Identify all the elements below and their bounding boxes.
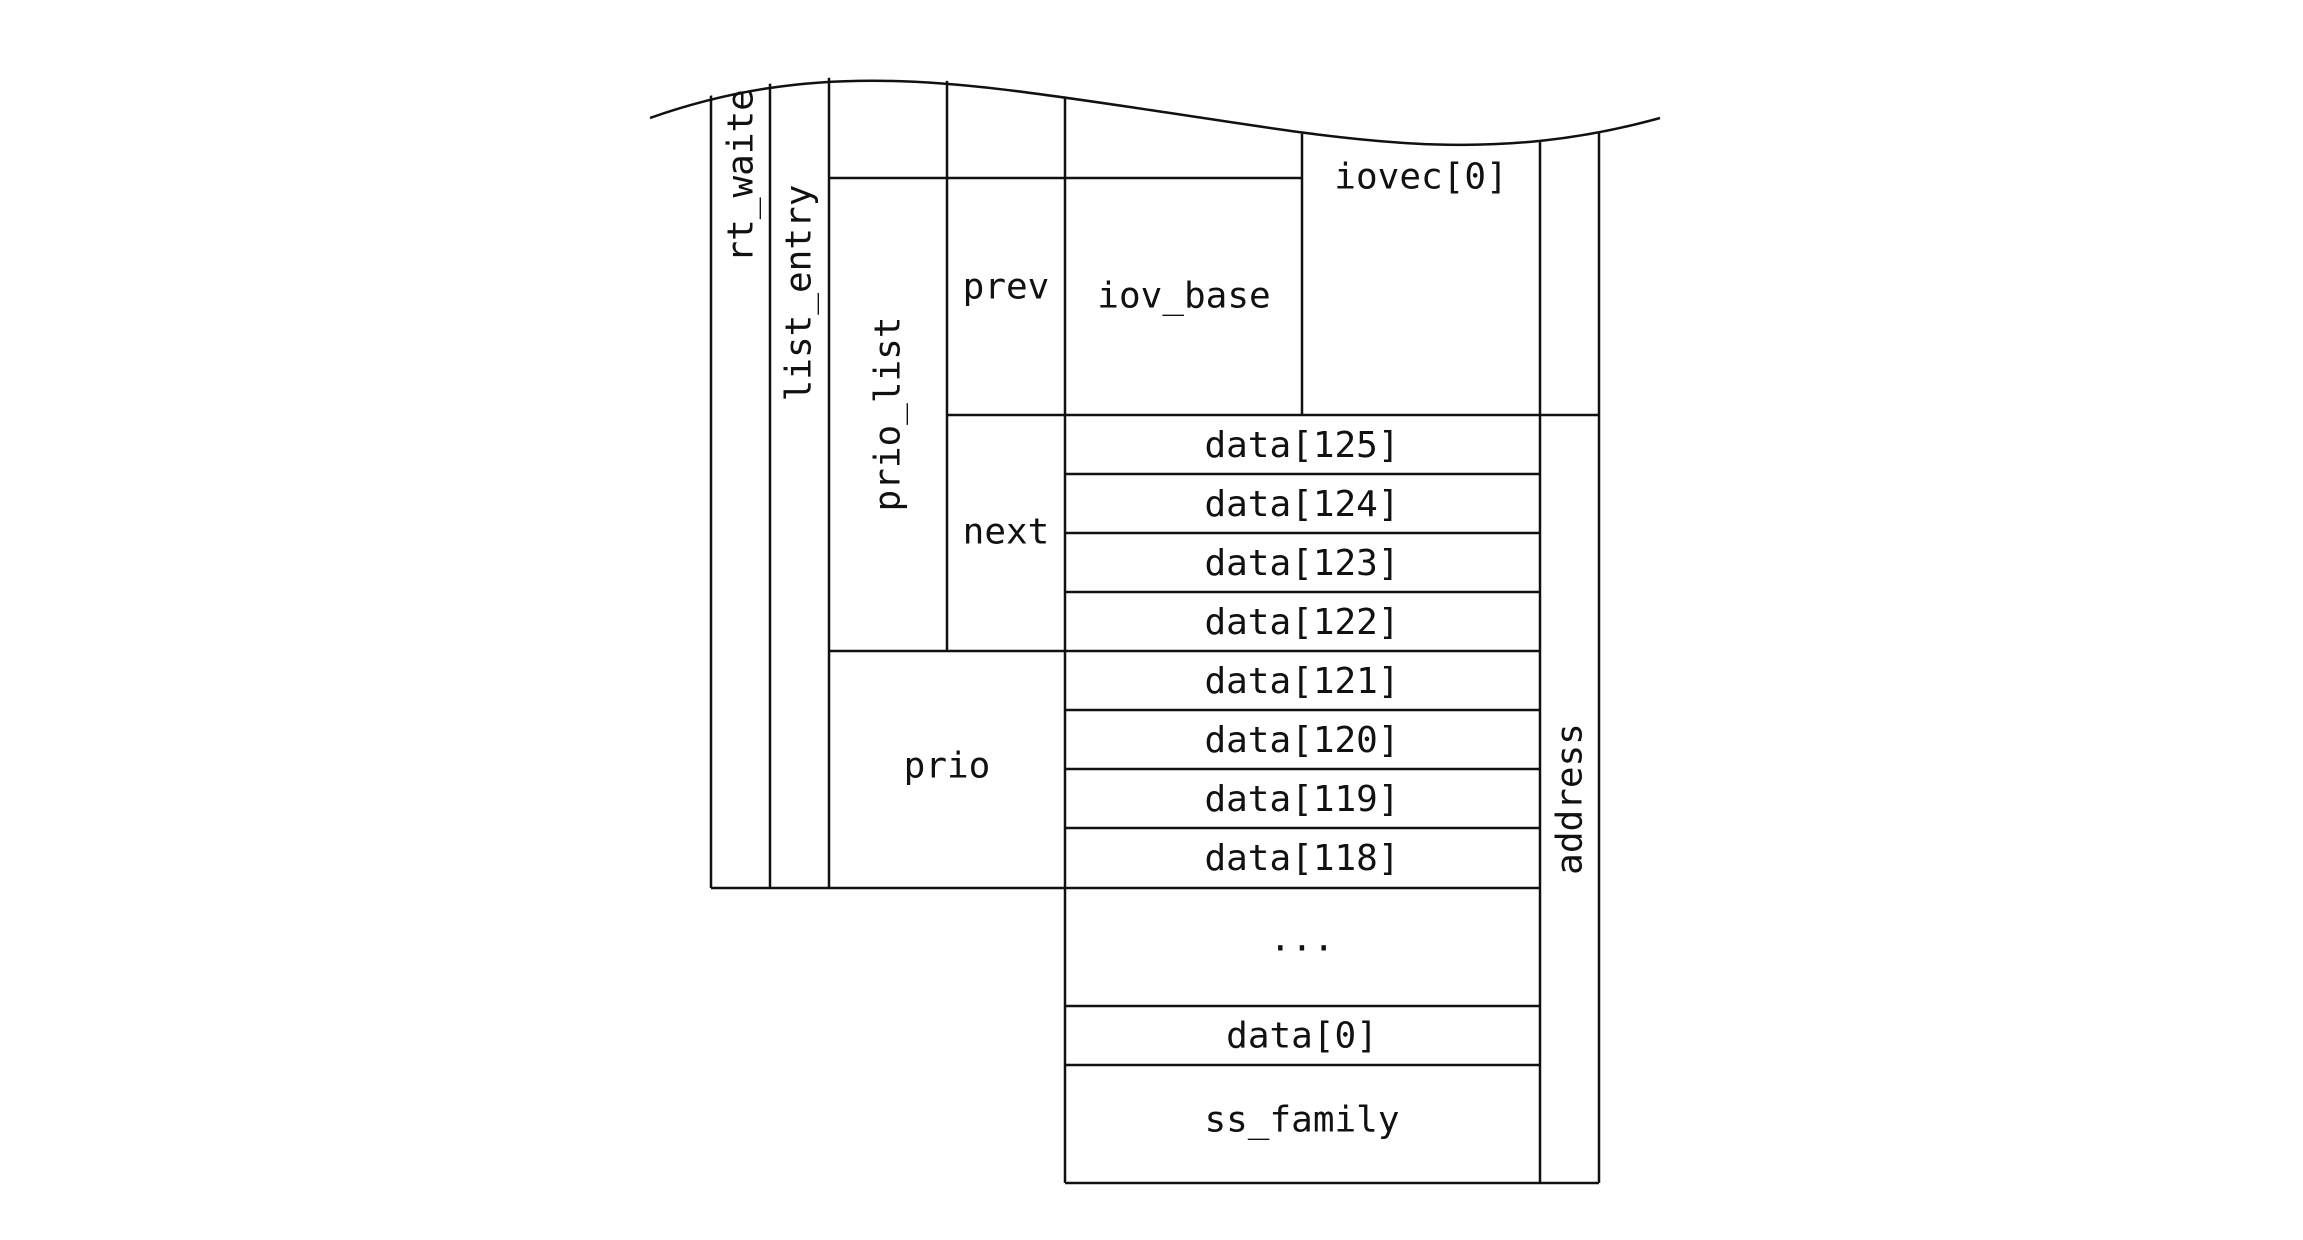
data-row-label: data[124] <box>1204 484 1399 525</box>
data-row-label: data[119] <box>1204 779 1399 820</box>
prev-label: prev <box>963 267 1050 308</box>
iov-base-label: iov_base <box>1097 276 1270 317</box>
list-entry-label: list_entry <box>779 185 820 402</box>
data-0-label: data[0] <box>1226 1016 1378 1057</box>
data-rows: data[125] data[124] data[123] data[122] data… <box>1204 425 1399 879</box>
data-row-label: data[125] <box>1204 425 1399 466</box>
torn-edge-wave <box>649 79 1661 147</box>
data-row-label: data[118] <box>1204 838 1399 879</box>
data-row-label: data[122] <box>1204 602 1399 643</box>
data-row-label: data[120] <box>1204 720 1399 761</box>
address-label: address <box>1550 723 1591 875</box>
next-label: next <box>963 512 1050 553</box>
iovec-0-label: iovec[0] <box>1334 157 1507 198</box>
data-row-label: data[121] <box>1204 661 1399 702</box>
prio-list-label: prio_list <box>868 316 909 511</box>
data-row-label: data[123] <box>1204 543 1399 584</box>
rt-waiter-label: rt_waiter <box>721 67 762 262</box>
prio-label: prio <box>904 746 991 787</box>
ss-family-label: ss_family <box>1204 1100 1399 1141</box>
ellipsis-label: ... <box>1269 919 1334 960</box>
